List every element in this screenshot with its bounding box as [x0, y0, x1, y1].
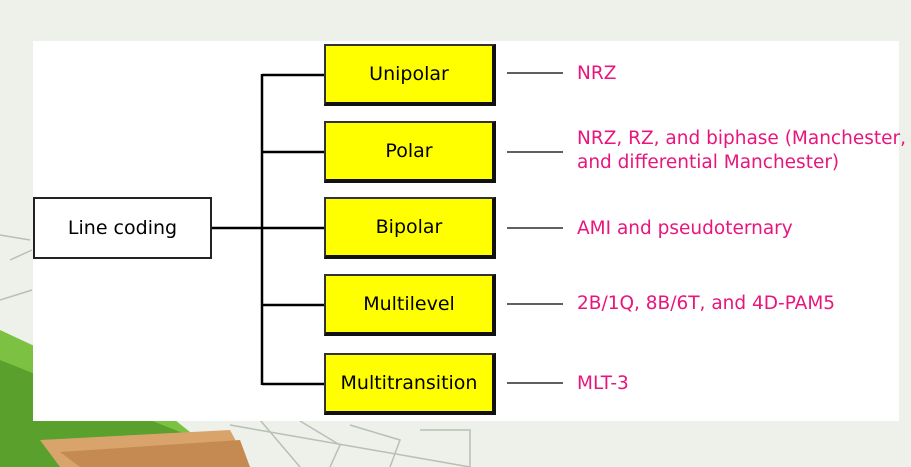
- scheme-text-unipolar: NRZ: [577, 63, 617, 84]
- category-node-unipolar: Unipolar: [324, 44, 496, 106]
- category-label: Bipolar: [375, 216, 443, 238]
- category-label: Unipolar: [369, 63, 449, 85]
- scheme-text-bipolar: AMI and pseudoternary: [577, 218, 793, 239]
- scheme-text-multitransition: MLT-3: [577, 373, 629, 394]
- root-node-line-coding: Line coding: [33, 197, 212, 259]
- category-label: Multitransition: [340, 372, 478, 394]
- category-label: Polar: [385, 140, 433, 162]
- category-node-multitransition: Multitransition: [324, 353, 496, 415]
- category-node-multilevel: Multilevel: [324, 274, 496, 336]
- root-node-label: Line coding: [67, 217, 178, 239]
- category-node-bipolar: Bipolar: [324, 197, 496, 259]
- scheme-text-polar: NRZ, RZ, and biphase (Manchester, and di…: [577, 128, 906, 173]
- category-node-polar: Polar: [324, 121, 496, 183]
- scheme-text-multilevel: 2B/1Q, 8B/6T, and 4D-PAM5: [577, 293, 836, 314]
- category-label: Multilevel: [363, 293, 455, 315]
- blueprint-sketch: [0, 234, 471, 467]
